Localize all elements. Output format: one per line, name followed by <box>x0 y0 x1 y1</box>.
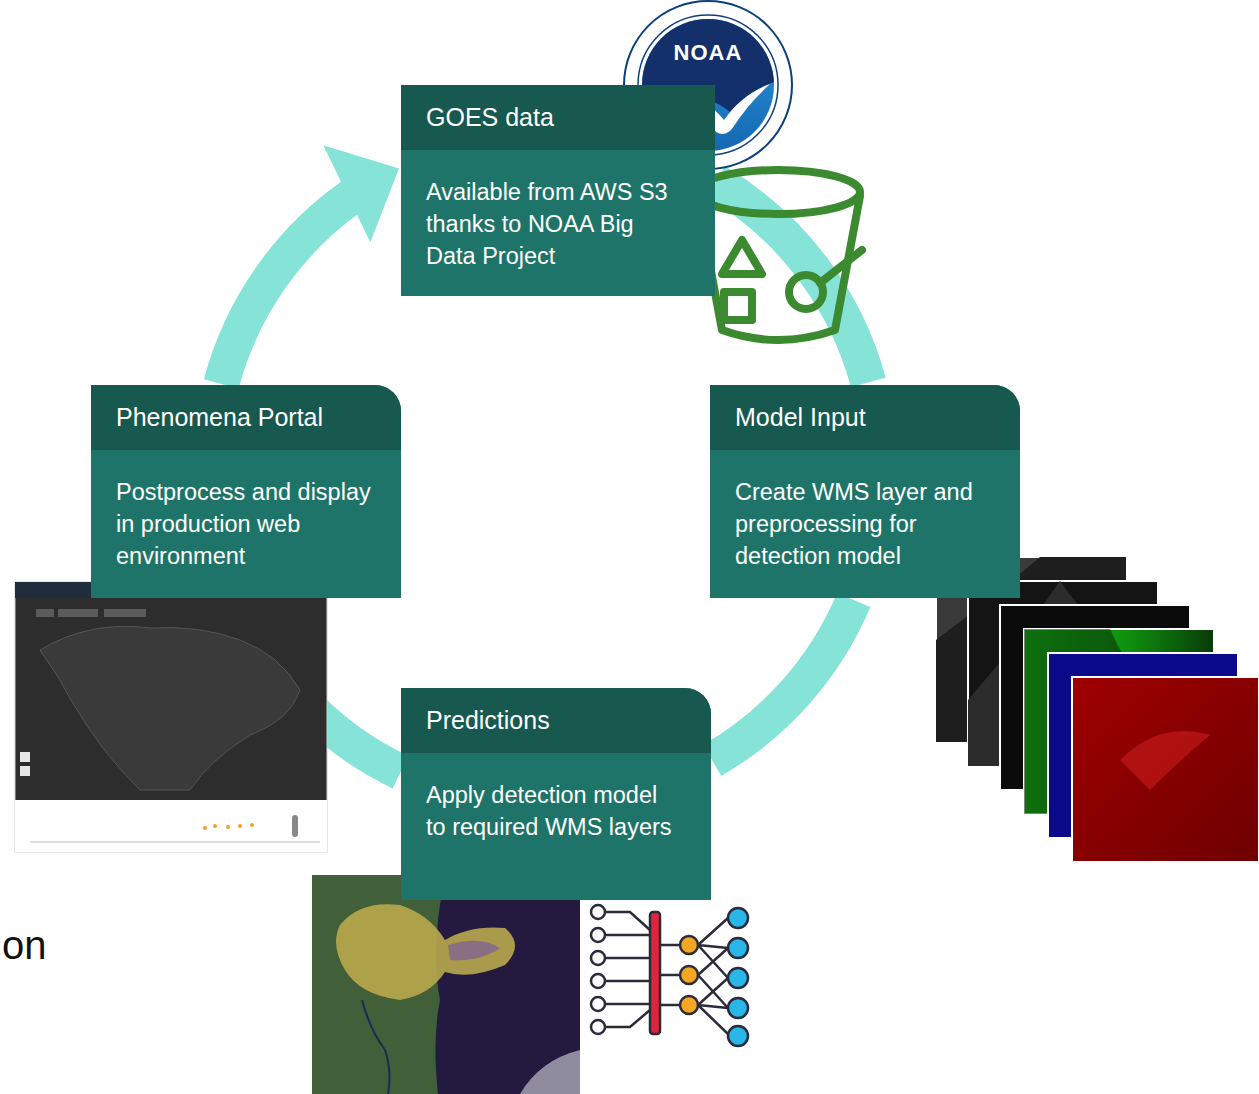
bucket-handle <box>820 250 862 283</box>
nn-input <box>591 951 605 965</box>
bucket-triangle <box>722 240 762 274</box>
nn-link <box>660 1004 680 1007</box>
satellite-plume-sea <box>448 941 500 961</box>
nn-link <box>698 948 728 1008</box>
satellite-land <box>312 875 580 1094</box>
nn-link <box>660 944 680 947</box>
nn-input <box>591 1020 605 1034</box>
nn-link <box>698 978 728 1034</box>
screen-zoom <box>20 752 30 762</box>
nn-link <box>605 957 650 960</box>
logo-text: NOAA <box>674 40 743 66</box>
process-box: PredictionsApply detection model to requ… <box>401 688 711 900</box>
nn-link <box>605 912 650 930</box>
nn-input <box>591 928 605 942</box>
nn-input <box>591 997 605 1011</box>
cut-off-text: on <box>2 922 47 968</box>
nn-output <box>728 908 748 928</box>
nn-hidden <box>680 966 698 984</box>
screen-button <box>104 609 146 617</box>
bucket-icon <box>696 170 862 340</box>
nn-link <box>660 974 680 977</box>
box-body: Available from AWS S3 thanks to NOAA Big… <box>401 150 715 290</box>
input-layers <box>936 557 1259 862</box>
cycle-arrow <box>221 145 399 384</box>
nn-bar <box>650 912 660 1034</box>
nn-link <box>605 1010 650 1027</box>
neural-network-icon <box>591 905 748 1046</box>
box-heading: Model Input <box>710 385 1020 450</box>
nn-hidden <box>680 996 698 1014</box>
arrow-head <box>323 145 399 242</box>
nn-input <box>591 974 605 988</box>
layer-red-plume <box>1120 731 1210 790</box>
process-box: Phenomena PortalPostprocess and display … <box>91 385 401 598</box>
screen-dot <box>226 825 230 829</box>
satellite-river <box>362 1000 389 1094</box>
nn-hidden <box>680 936 698 954</box>
nn-link <box>605 934 650 937</box>
box-body: Postprocess and display in production we… <box>91 450 401 590</box>
screen-button <box>36 609 54 617</box>
nn-output <box>728 938 748 958</box>
cycle-arrow <box>712 600 854 760</box>
nn-link <box>605 980 650 983</box>
process-box: Model InputCreate WMS layer and preproce… <box>710 385 1020 598</box>
nn-output <box>728 968 748 988</box>
box-body: Create WMS layer and preprocessing for d… <box>710 450 1020 590</box>
process-box: GOES dataAvailable from AWS S3 thanks to… <box>401 85 715 296</box>
nn-output <box>728 998 748 1018</box>
screen-dot <box>213 824 217 828</box>
screen-map-land <box>40 626 300 790</box>
layer-red <box>1072 677 1259 862</box>
bucket-square <box>724 292 752 320</box>
box-heading: Predictions <box>401 688 711 753</box>
nn-link <box>605 1003 650 1006</box>
nn-output <box>728 1026 748 1046</box>
screen-axis <box>30 842 320 843</box>
screen-dot <box>238 824 242 828</box>
satellite-sea <box>435 875 580 1094</box>
screen-button <box>58 609 98 617</box>
satellite-cloud <box>520 1050 580 1094</box>
cycle-arc <box>712 600 854 760</box>
cycle-arc <box>221 196 352 384</box>
bucket-rim <box>696 170 860 214</box>
portal-screenshot <box>15 582 327 852</box>
screen-slider <box>292 815 298 837</box>
box-heading: GOES data <box>401 85 715 150</box>
box-body: Apply detection model to required WMS la… <box>401 753 711 861</box>
screen-timeline <box>15 800 327 852</box>
nn-input <box>591 905 605 919</box>
screen-dot <box>203 826 207 830</box>
screen-frame <box>15 582 327 852</box>
screen-zoom <box>20 766 30 776</box>
nn-link <box>698 918 728 978</box>
screen-dot <box>250 823 254 827</box>
satellite-plume <box>336 904 515 1000</box>
satellite-image <box>312 875 580 1094</box>
box-heading: Phenomena Portal <box>91 385 401 450</box>
